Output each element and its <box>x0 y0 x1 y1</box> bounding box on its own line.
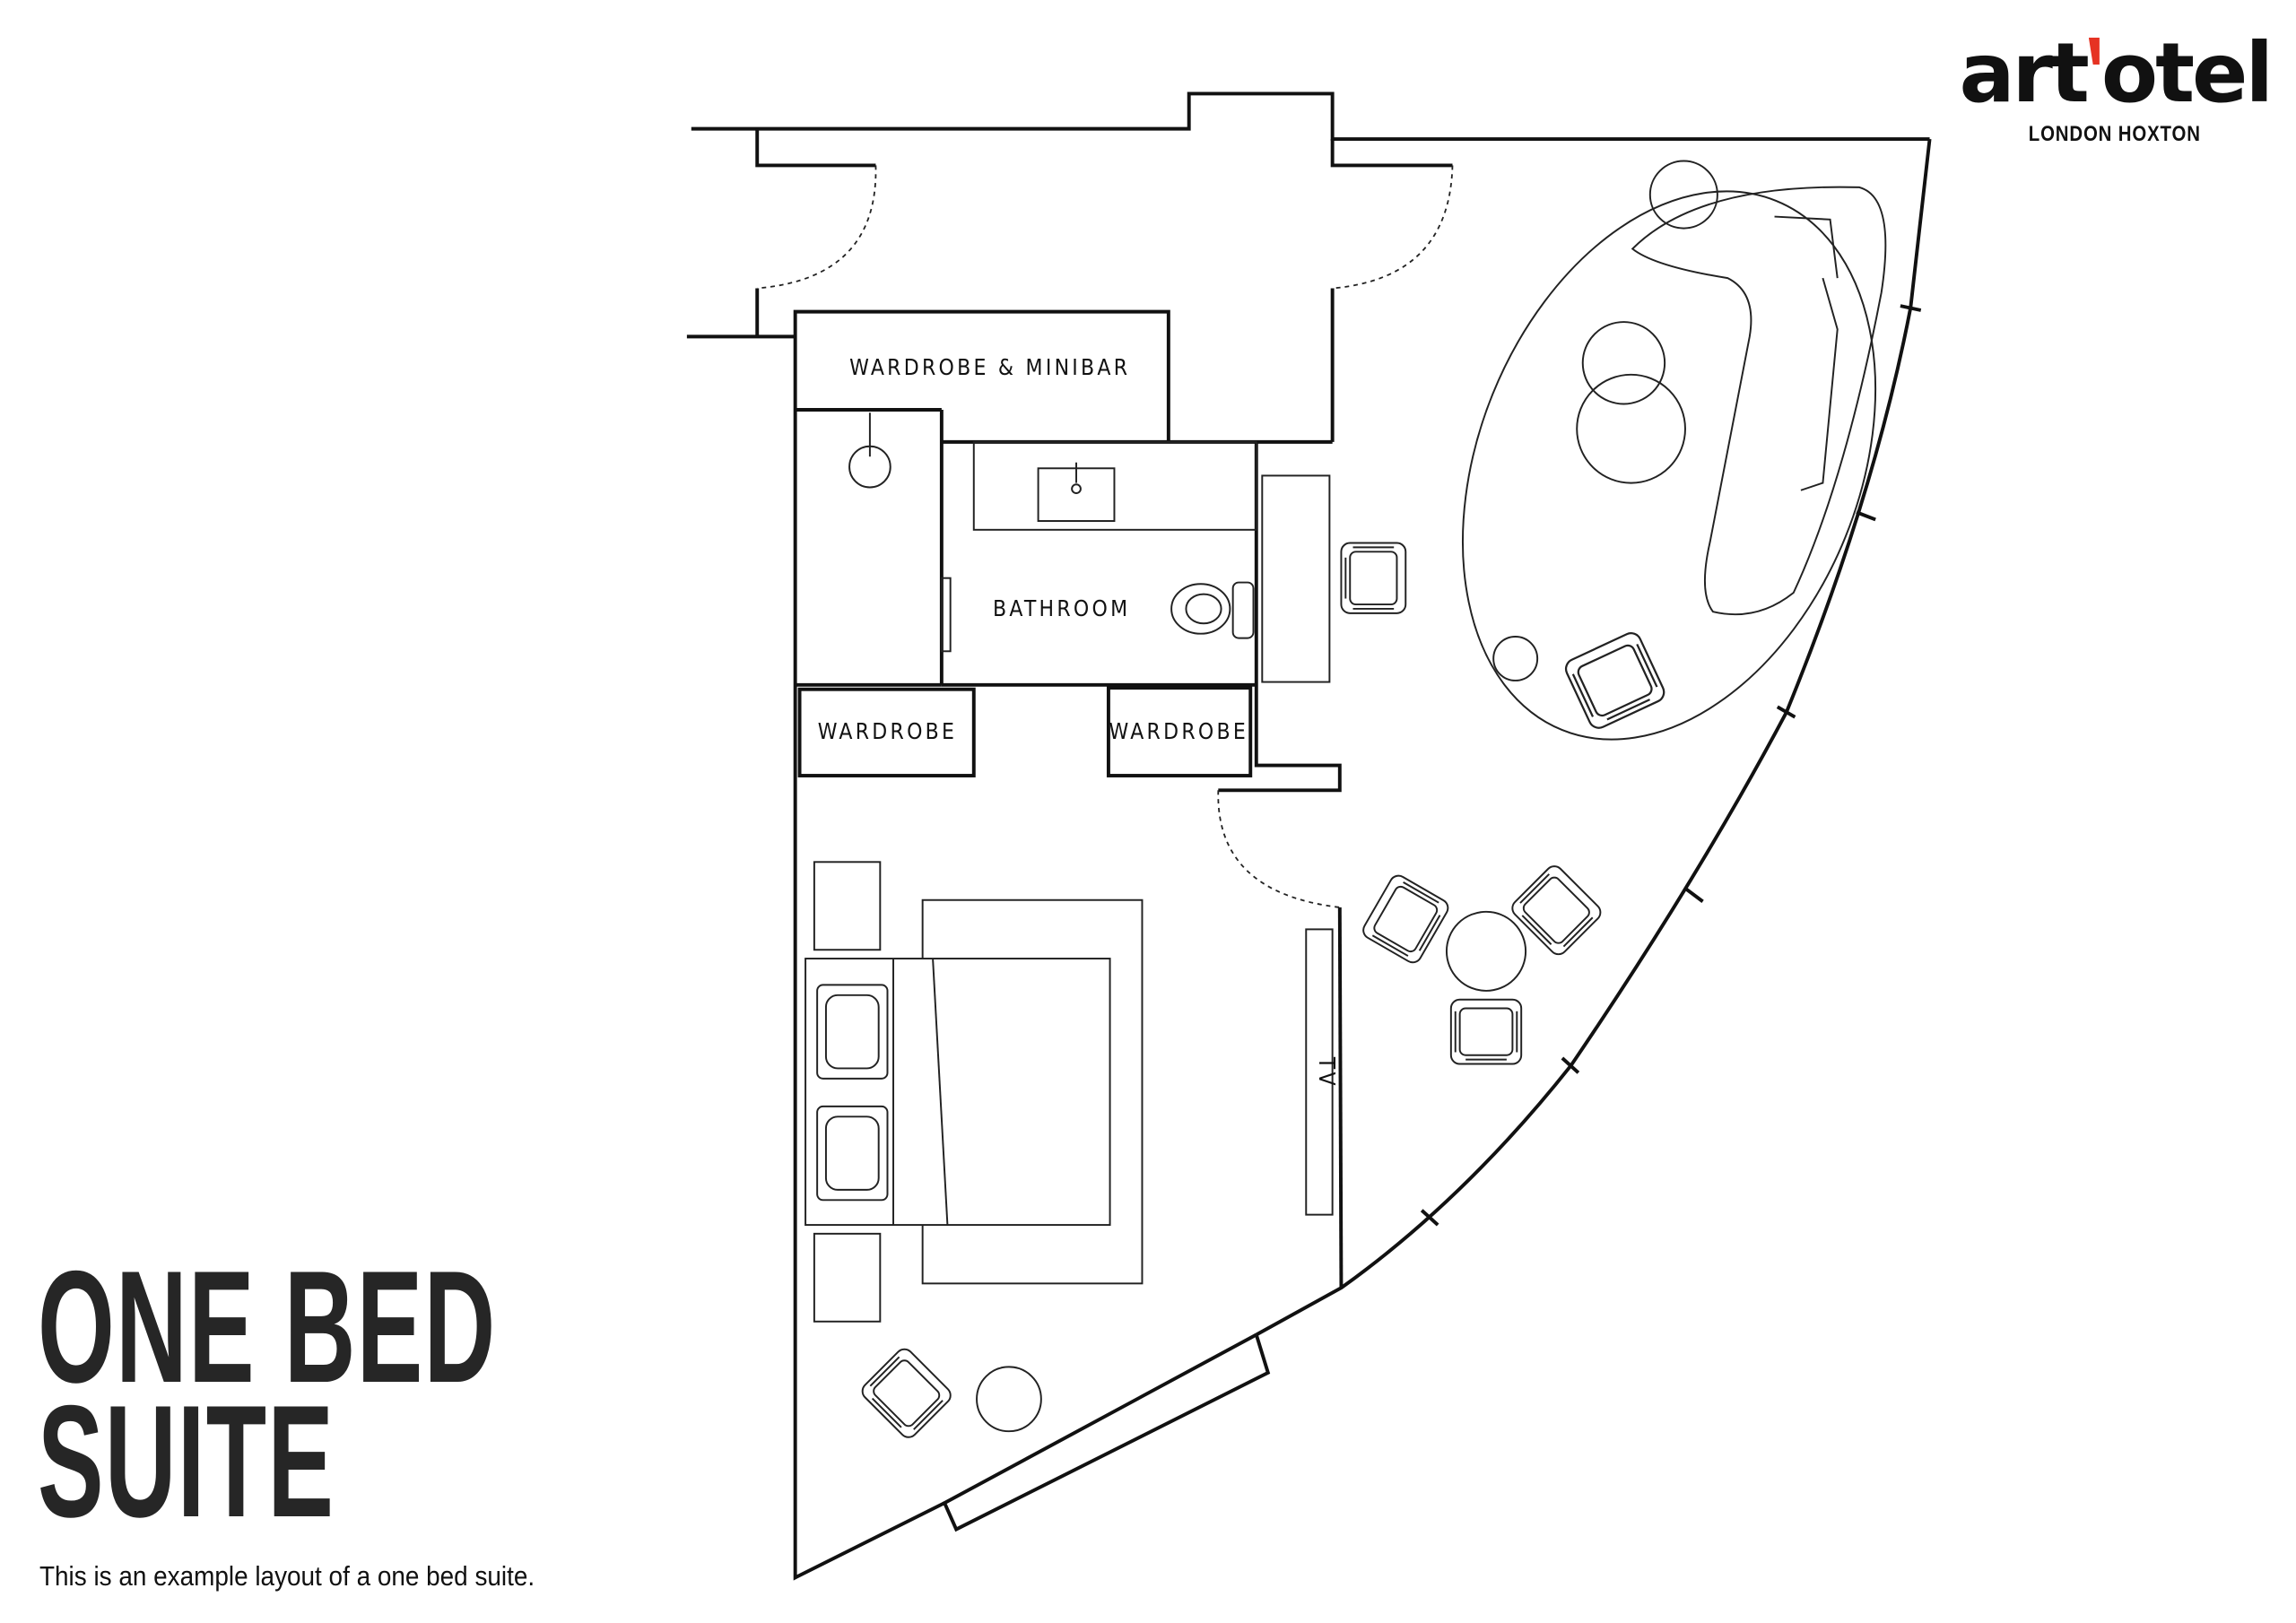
title-line-1: ONE BED <box>38 1237 497 1416</box>
nightstand-top <box>813 861 882 951</box>
label-wardrobe-left: WARDROBE <box>818 718 957 744</box>
sofa-icon <box>1631 186 1887 616</box>
logo-location: LONDON HOXTON <box>2029 122 2202 146</box>
lounge-side-table <box>1648 160 1718 230</box>
label-bathroom: BATHROOM <box>993 595 1130 621</box>
lounge-stool <box>1492 635 1539 681</box>
nightstand-bottom <box>813 1232 882 1323</box>
dining-chair-icon <box>1508 862 1605 959</box>
coffee-table-small <box>1581 321 1666 405</box>
dining-chair-icon <box>1449 998 1523 1065</box>
logo-word-right: otel <box>2100 25 2274 121</box>
label-tv: TV <box>1314 1056 1340 1089</box>
entry-door-swing[interactable] <box>757 165 877 290</box>
side-table <box>976 1366 1042 1433</box>
toilet-icon <box>1170 581 1255 639</box>
sink-icon <box>848 445 891 489</box>
dining-chair-icon <box>1359 872 1452 967</box>
window-ticks <box>1420 304 1922 1227</box>
caption: This is an example layout of a one bed s… <box>39 1560 535 1592</box>
coffee-table-large <box>1576 373 1686 484</box>
armchair-icon <box>857 1344 955 1442</box>
logo-word-left: art <box>1959 25 2089 121</box>
label-wardrobe-minibar: WARDROBE & MINIBAR <box>849 354 1130 380</box>
bedroom-door-swing[interactable] <box>1217 790 1340 908</box>
bed-icon <box>804 958 1111 1227</box>
desk-chair-icon <box>1340 542 1407 614</box>
right-door-swing[interactable] <box>1332 165 1454 290</box>
label-wardrobe-right: WARDROBE <box>1109 718 1248 744</box>
lounge-rug <box>1462 190 1877 741</box>
wardrobe-left <box>797 687 976 777</box>
dining-table <box>1445 910 1527 992</box>
desk <box>1261 474 1331 683</box>
wardrobe-right <box>1106 686 1253 777</box>
vanity <box>972 440 1257 531</box>
lounge-armchair-icon <box>1561 629 1669 733</box>
page-title: ONE BED SUITE <box>38 1237 497 1550</box>
walls <box>686 91 1932 1581</box>
tv-unit <box>1305 928 1334 1216</box>
title-line-2: SUITE <box>38 1372 335 1550</box>
